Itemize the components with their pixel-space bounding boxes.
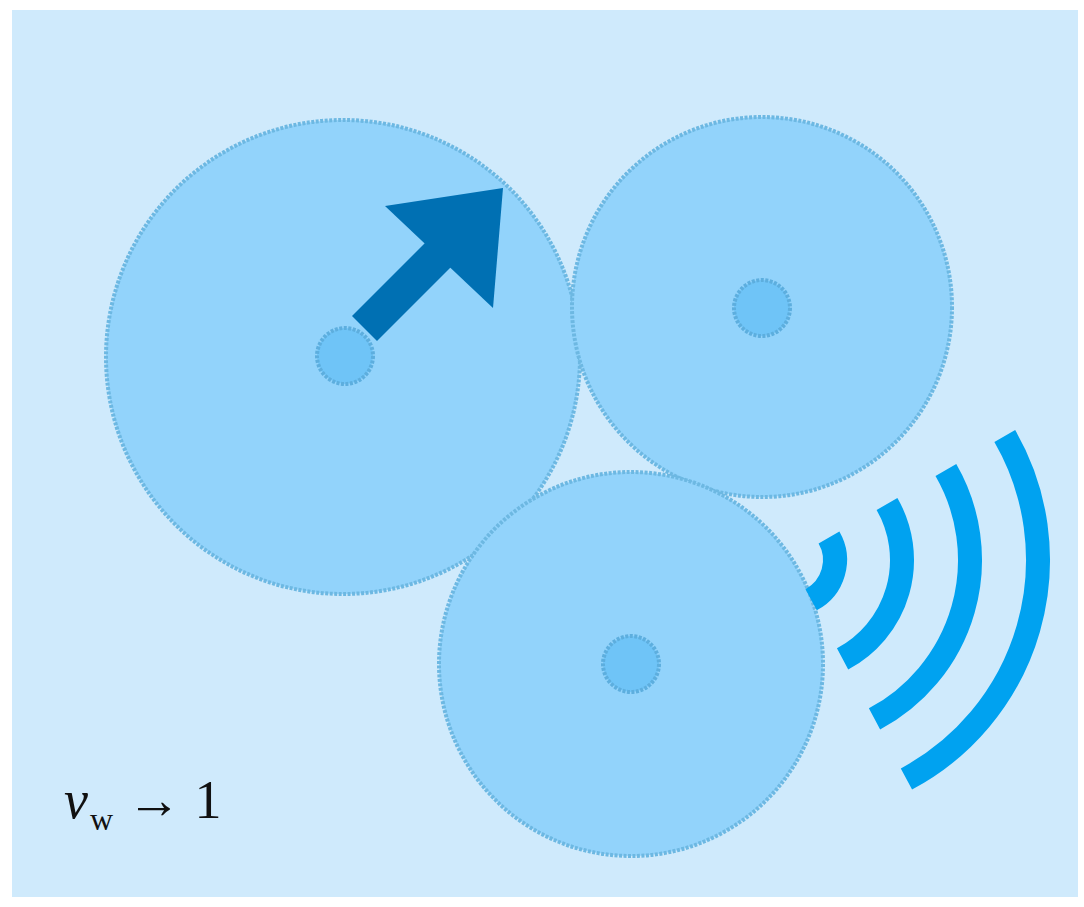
velocity-symbol: v: [64, 770, 88, 830]
bubble: [439, 472, 823, 856]
nucleation-point: [317, 328, 373, 384]
expansion-arrow: [352, 188, 503, 341]
wall-velocity-label: vw → 1: [64, 768, 222, 838]
background: [12, 10, 1078, 897]
gravitational-waves: [811, 436, 1038, 779]
velocity-subscript: w: [90, 801, 113, 837]
bubble: [572, 117, 952, 497]
nucleation-point: [603, 636, 659, 692]
nucleation-point: [734, 280, 790, 336]
limit-value: → 1: [127, 770, 222, 830]
